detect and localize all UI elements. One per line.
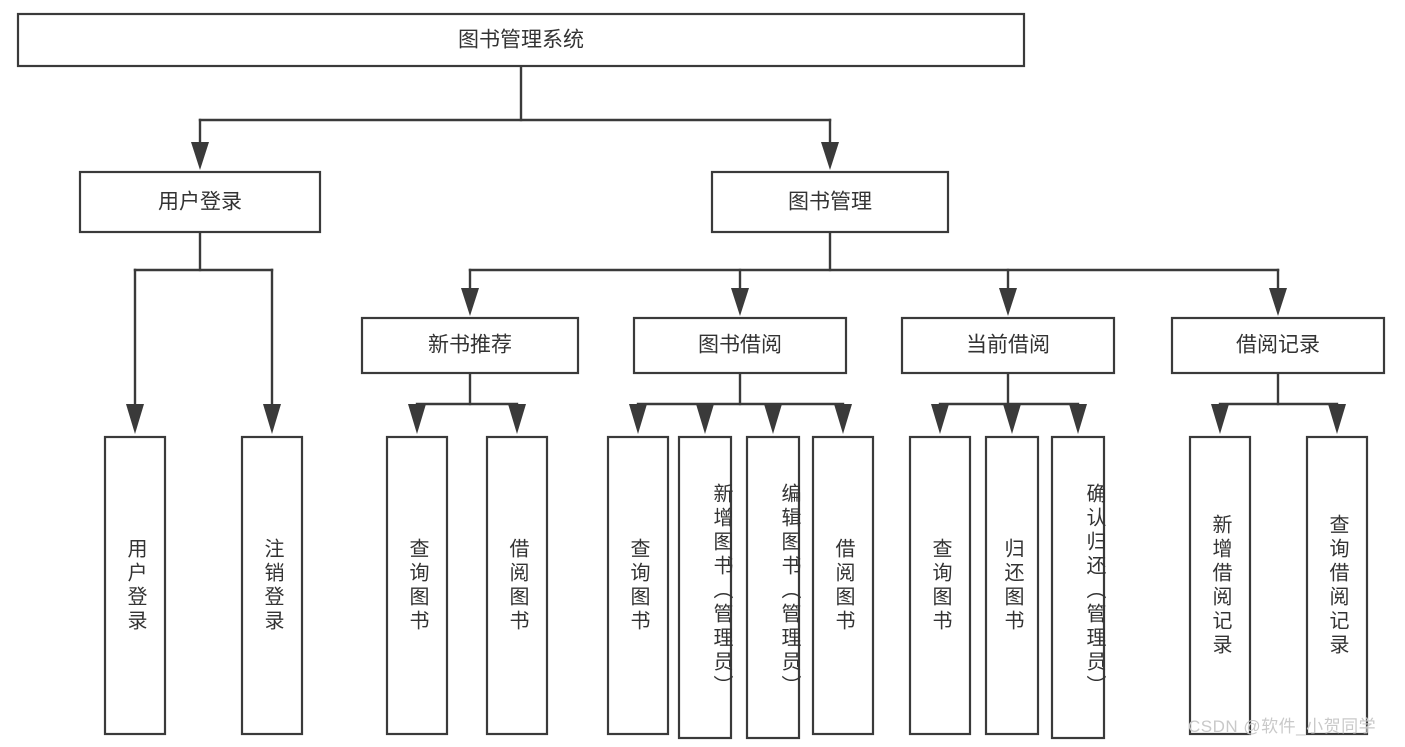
arrow-head-leaf-add-record <box>1211 404 1229 434</box>
arrow-head-current-borrow <box>999 288 1017 316</box>
node-box-leaf-edit-book[interactable] <box>745 435 801 740</box>
arrow-head-leaf-query-book-3 <box>931 404 949 434</box>
arrow-head-leaf-user-login <box>126 404 144 434</box>
node-box-borrow-record[interactable] <box>1170 316 1386 375</box>
node-box-leaf-borrow-book-1[interactable] <box>485 435 549 736</box>
node-box-leaf-query-book-1[interactable] <box>385 435 449 736</box>
node-box-leaf-return-book[interactable] <box>984 435 1040 736</box>
arrow-head-leaf-borrow-book-1 <box>508 404 526 434</box>
node-label-user-login: 用户登录 <box>158 191 242 214</box>
connector-group <box>126 64 1346 434</box>
arrow-head-user-login <box>191 142 209 170</box>
node-box-leaf-add-record[interactable] <box>1188 435 1252 736</box>
node-box-current-borrow[interactable] <box>900 316 1116 375</box>
node-label-borrow-record: 借阅记录 <box>1236 334 1320 357</box>
node-label-book-manage: 图书管理 <box>788 191 872 214</box>
node-label-current-borrow: 当前借阅 <box>966 334 1050 357</box>
arrow-head-leaf-query-book-2 <box>629 404 647 434</box>
arrow-head-leaf-add-book <box>696 404 714 434</box>
arrow-head-borrow-record <box>1269 288 1287 316</box>
node-box-leaf-user-login[interactable] <box>103 435 167 736</box>
watermark-text: CSDN @软件_小贺同学 <box>1188 717 1377 736</box>
node-box-group: 图书管理系统 用户登录 图书管理 新书推荐 图书借阅 当前借阅 借阅记录 <box>16 12 1386 740</box>
arrow-head-leaf-return-book <box>1003 404 1021 434</box>
arrow-head-new-book-rec <box>461 288 479 316</box>
arrow-head-leaf-edit-book <box>764 404 782 434</box>
arrow-head-book-borrow <box>731 288 749 316</box>
arrow-head-leaf-user-logout <box>263 404 281 434</box>
arrow-head-book-manage <box>821 142 839 170</box>
node-box-leaf-user-logout[interactable] <box>240 435 304 736</box>
node-box-user-login[interactable] <box>78 170 322 234</box>
node-box-book-manage[interactable] <box>710 170 950 234</box>
node-label-root: 图书管理系统 <box>458 29 584 52</box>
node-box-new-book-rec[interactable] <box>360 316 580 375</box>
node-label-book-borrow: 图书借阅 <box>698 334 782 357</box>
node-box-book-borrow[interactable] <box>632 316 848 375</box>
node-box-leaf-borrow-book-2[interactable] <box>811 435 875 736</box>
arrow-head-leaf-confirm-return <box>1069 404 1087 434</box>
node-box-leaf-query-record[interactable] <box>1305 435 1369 736</box>
node-box-leaf-query-book-2[interactable] <box>606 435 670 736</box>
arrow-head-leaf-query-record <box>1328 404 1346 434</box>
node-box-root[interactable] <box>16 12 1026 68</box>
arrow-head-leaf-borrow-book-2 <box>834 404 852 434</box>
arrow-head-leaf-query-book-1 <box>408 404 426 434</box>
node-label-new-book-rec: 新书推荐 <box>428 334 512 357</box>
node-box-leaf-confirm-return[interactable] <box>1050 435 1106 740</box>
node-box-leaf-query-book-3[interactable] <box>908 435 972 736</box>
node-box-leaf-add-book[interactable] <box>677 435 733 740</box>
